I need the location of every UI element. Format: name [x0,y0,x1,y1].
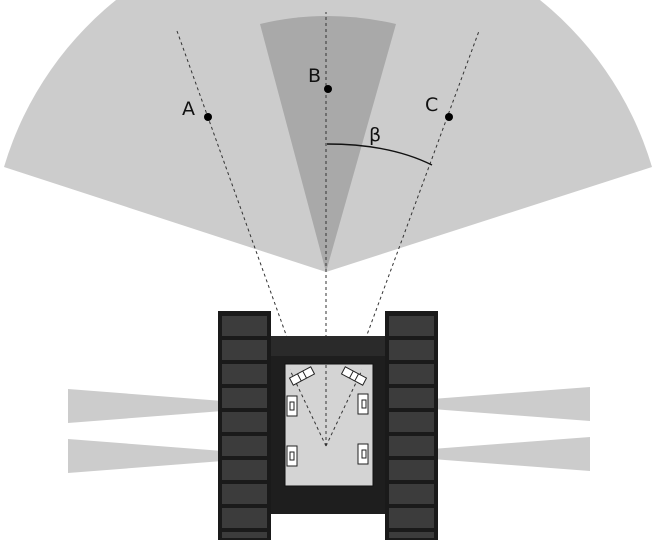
angle-arc [326,143,433,166]
point-b-marker [324,85,332,93]
side-beam-left-lower [68,439,287,473]
ultrasonic-sensor-icon [357,393,369,415]
side-beam-right-lower [367,437,590,471]
side-beam-right-upper [367,387,590,421]
angle-label: β [369,124,381,146]
point-a-label: A [182,98,195,120]
right-track [385,311,438,540]
side-beams [68,387,590,473]
lidar-icon [288,366,316,386]
ultrasonic-sensor-icon [286,395,298,417]
side-beam-left-upper [68,389,287,423]
ultrasonic-sensor-icon [357,443,369,465]
lidar-icon [340,366,368,386]
ultrasonic-sensor-icon [286,445,298,467]
left-track [218,311,271,540]
blind-zone [313,282,341,335]
deck-sight-lines [289,364,363,447]
robot-front-bar [271,336,385,356]
point-c-label: C [425,94,438,116]
point-c-marker [445,113,453,121]
point-a-marker [204,113,212,121]
point-b-label: B [308,65,321,87]
robot-deck [284,363,374,487]
